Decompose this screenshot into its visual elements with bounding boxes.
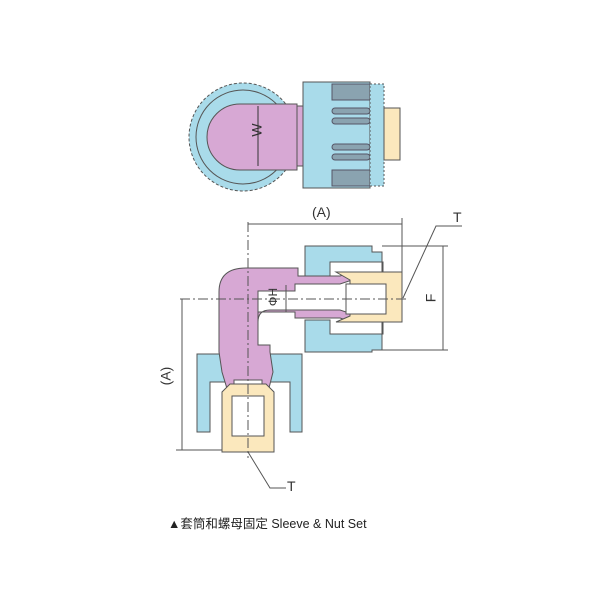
bottom-thread-label: T [287, 478, 296, 494]
top-thread-label: T [453, 209, 462, 225]
section-view [176, 218, 462, 489]
height-label: F [422, 293, 439, 303]
width-label: W [248, 123, 265, 137]
top-view-neck [296, 105, 304, 167]
right-nut [304, 245, 384, 353]
top-view [188, 81, 401, 192]
top-view-ring [369, 83, 385, 187]
top-view-sleeve [383, 107, 401, 161]
bore-label: ΦH [266, 287, 281, 307]
bottom-thread-leader [247, 451, 286, 489]
left-a-label: (A) [157, 366, 174, 386]
top-thread-leader [402, 225, 462, 299]
top-view-body [206, 103, 298, 171]
top-a-label: (A) [312, 204, 331, 220]
caption: ▲套筒和螺母固定 Sleeve & Nut Set [168, 517, 367, 531]
